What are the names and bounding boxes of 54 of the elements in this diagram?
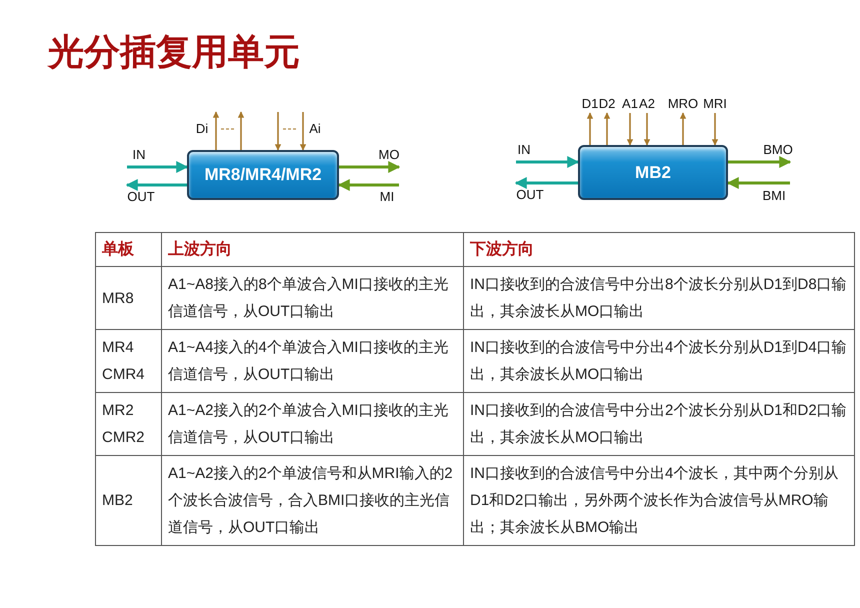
port-label: BMI xyxy=(762,189,786,203)
arrow xyxy=(604,112,610,145)
table-text: MR2 CMR2 xyxy=(102,401,142,448)
port-label: BMO xyxy=(763,143,793,157)
module-label: MR8/MR4/MR2 xyxy=(204,164,322,186)
port-label: MRI xyxy=(703,97,727,111)
port-label: IN xyxy=(132,148,146,162)
arrow xyxy=(238,111,244,150)
arrow xyxy=(300,112,306,151)
table-header: 上波方向 xyxy=(168,241,232,258)
table-text: A1~A2接入的2个单波合入MI口接收的主光信道信号，从OUT口输出 xyxy=(168,401,450,448)
port-label: D2 xyxy=(598,97,616,111)
port-label: A1 xyxy=(622,97,638,111)
arrow xyxy=(728,156,792,168)
arrow xyxy=(586,112,594,145)
arrow xyxy=(626,113,634,146)
arrow xyxy=(514,177,578,189)
table-text: A1~A8接入的8个单波合入MI口接收的主光信道信号，从OUT口输出 xyxy=(168,275,450,322)
port-label: MRO xyxy=(668,97,698,111)
table-text: MR8 xyxy=(102,288,135,308)
arrow xyxy=(212,111,220,150)
port-label: Ai xyxy=(309,122,321,136)
table-text: IN口接收到的合波信号中分出4个波长，其中两个分别从D1和D2口输出，另外两个波长作为合波信号从MRO输出；其余波长从BMO输出 xyxy=(470,464,840,538)
table-text: A1~A2接入的2个单波信号和从MRI输入的2个波长合波信号，合入BMI口接收的主光信道信号，从OUT口输出 xyxy=(168,464,454,538)
module-box xyxy=(578,145,728,200)
table-text: MB2 xyxy=(102,491,134,511)
arrow xyxy=(712,113,718,146)
port-label: A2 xyxy=(639,97,655,111)
table-text: IN口接收到的合波信号中分出4个波长分别从D1到D4口输出，其余波长从MO口输出 xyxy=(470,338,848,385)
arrow xyxy=(338,179,399,191)
port-label: OUT xyxy=(516,188,544,202)
arrow xyxy=(726,177,790,189)
port-label: D1 xyxy=(582,97,598,111)
arrow xyxy=(644,113,650,146)
table-text: IN口接收到的合波信号中分出2个波长分别从D1和D2口输出，其余波长从MO口输出 xyxy=(470,401,848,448)
arrow xyxy=(127,161,188,173)
port-label: MI xyxy=(380,190,394,204)
arrow xyxy=(274,112,282,151)
arrow xyxy=(339,161,400,173)
table-text: MR4 CMR4 xyxy=(102,338,142,385)
module-label: MB2 xyxy=(635,162,671,184)
module-box xyxy=(187,150,339,200)
arrow xyxy=(680,112,686,145)
arrow xyxy=(516,156,580,168)
port-label: OUT xyxy=(127,190,155,204)
table-text: A1~A4接入的4个单波合入MI口接收的主光信道信号，从OUT口输出 xyxy=(168,338,450,385)
port-label: Di xyxy=(196,122,208,136)
table-text: IN口接收到的合波信号中分出8个波长分别从D1到D8口输出，其余波长从MO口输出 xyxy=(470,275,848,322)
title: 光分插复用单元 xyxy=(48,30,300,74)
table-header: 单板 xyxy=(102,241,134,258)
port-label: MO xyxy=(378,148,400,162)
arrow xyxy=(126,179,187,191)
table-header: 下波方向 xyxy=(470,241,534,258)
port-label: IN xyxy=(518,143,530,157)
